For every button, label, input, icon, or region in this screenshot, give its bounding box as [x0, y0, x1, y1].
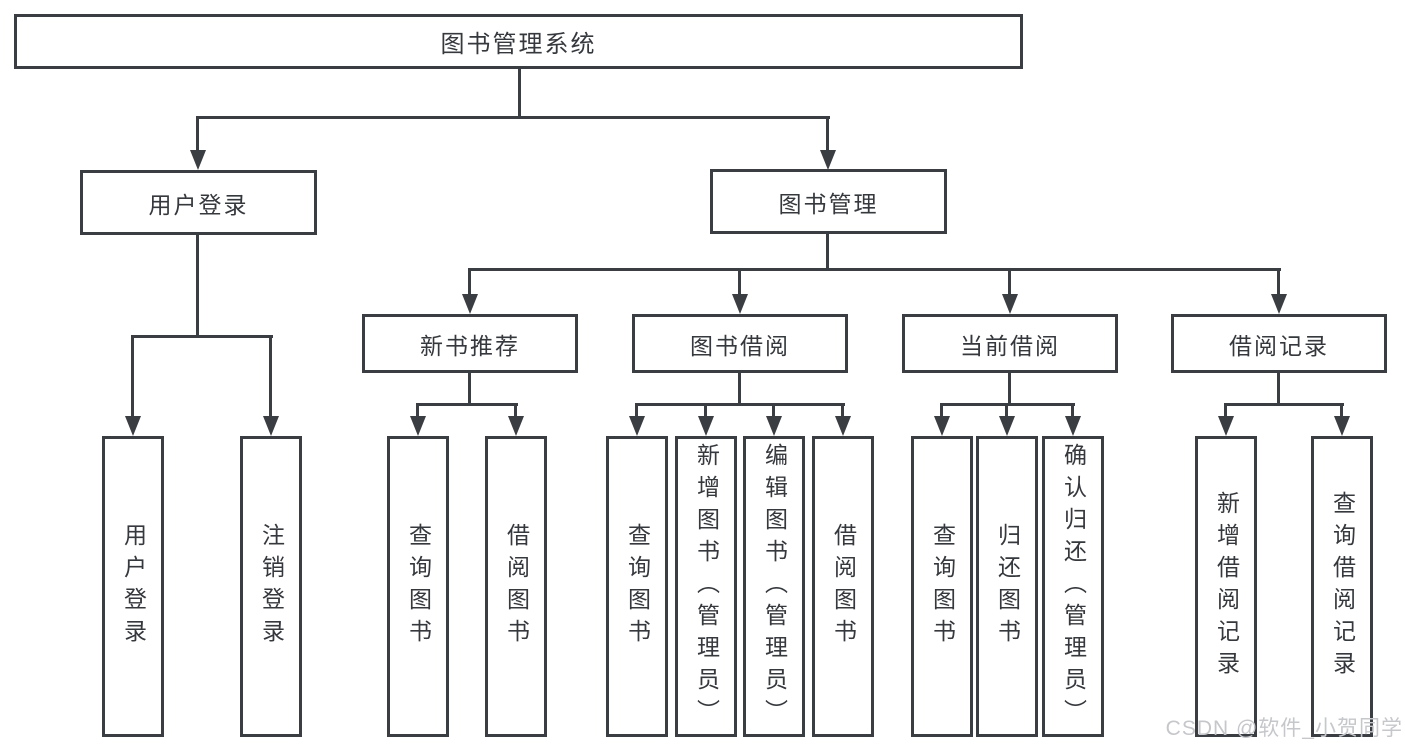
leaf-user-login: 用户登录 [102, 436, 164, 737]
connector-records-stub [1277, 373, 1280, 405]
connector-borrow-rail [635, 403, 845, 406]
arrow-to-user-login [190, 117, 206, 170]
arrow-borrow-leaf-4 [835, 404, 851, 436]
arrow-borrow-leaf-1 [629, 404, 645, 436]
leaf-borrow-book-2: 借阅图书 [812, 436, 874, 737]
arrow-to-records [1271, 269, 1287, 314]
arrow-to-leaf-user-login [125, 336, 141, 436]
connector-recommend-rail [416, 403, 518, 406]
leaf-borrow-book-1: 借阅图书 [485, 436, 547, 737]
arrow-to-book-management [820, 117, 836, 170]
connector-level2-rail [196, 116, 830, 119]
arrow-to-borrow [732, 269, 748, 314]
leaf-query-book-3: 查询图书 [911, 436, 973, 737]
connector-records-rail [1224, 403, 1344, 406]
leaf-add-borrow-record: 新增借阅记录 [1195, 436, 1257, 737]
arrow-borrow-leaf-2 [698, 404, 714, 436]
leaf-query-book-2: 查询图书 [606, 436, 668, 737]
node-user-login: 用户登录 [80, 170, 317, 235]
connector-books-stub [826, 234, 829, 271]
leaf-return-book: 归还图书 [976, 436, 1038, 737]
arrow-records-leaf-2 [1334, 404, 1350, 436]
arrow-records-leaf-1 [1218, 404, 1234, 436]
connector-root-stub [518, 69, 521, 119]
connector-recommend-stub [468, 373, 471, 405]
arrow-borrow-leaf-3 [766, 404, 782, 436]
node-new-book-recommend: 新书推荐 [362, 314, 578, 373]
leaf-logout: 注销登录 [240, 436, 302, 737]
leaf-query-borrow-record: 查询借阅记录 [1311, 436, 1373, 737]
arrow-to-leaf-logout [263, 336, 279, 436]
leaf-add-book-admin: 新增图书（管理员） [675, 436, 737, 737]
arrow-current-leaf-3 [1065, 404, 1081, 436]
node-borrow-records: 借阅记录 [1171, 314, 1387, 373]
arrow-to-current [1002, 269, 1018, 314]
leaf-edit-book-admin: 编辑图书（管理员） [743, 436, 805, 737]
node-library-system: 图书管理系统 [14, 14, 1023, 69]
connector-current-stub [1008, 373, 1011, 405]
connector-borrow-stub [738, 373, 741, 405]
leaf-confirm-return-admin: 确认归还（管理员） [1042, 436, 1104, 737]
watermark-text: CSDN @软件_小贺同学 [1165, 717, 1403, 740]
node-book-management: 图书管理 [710, 169, 947, 234]
arrow-recommend-leaf-1 [410, 404, 426, 436]
connector-user-rail [131, 335, 273, 338]
leaf-query-book-1: 查询图书 [387, 436, 449, 737]
node-current-borrow: 当前借阅 [902, 314, 1118, 373]
node-book-borrow: 图书借阅 [632, 314, 848, 373]
arrow-to-recommend [462, 269, 478, 314]
connector-level3-rail [468, 268, 1281, 271]
arrow-recommend-leaf-2 [508, 404, 524, 436]
connector-user-stub [196, 235, 199, 338]
arrow-current-leaf-1 [934, 404, 950, 436]
arrow-current-leaf-2 [999, 404, 1015, 436]
